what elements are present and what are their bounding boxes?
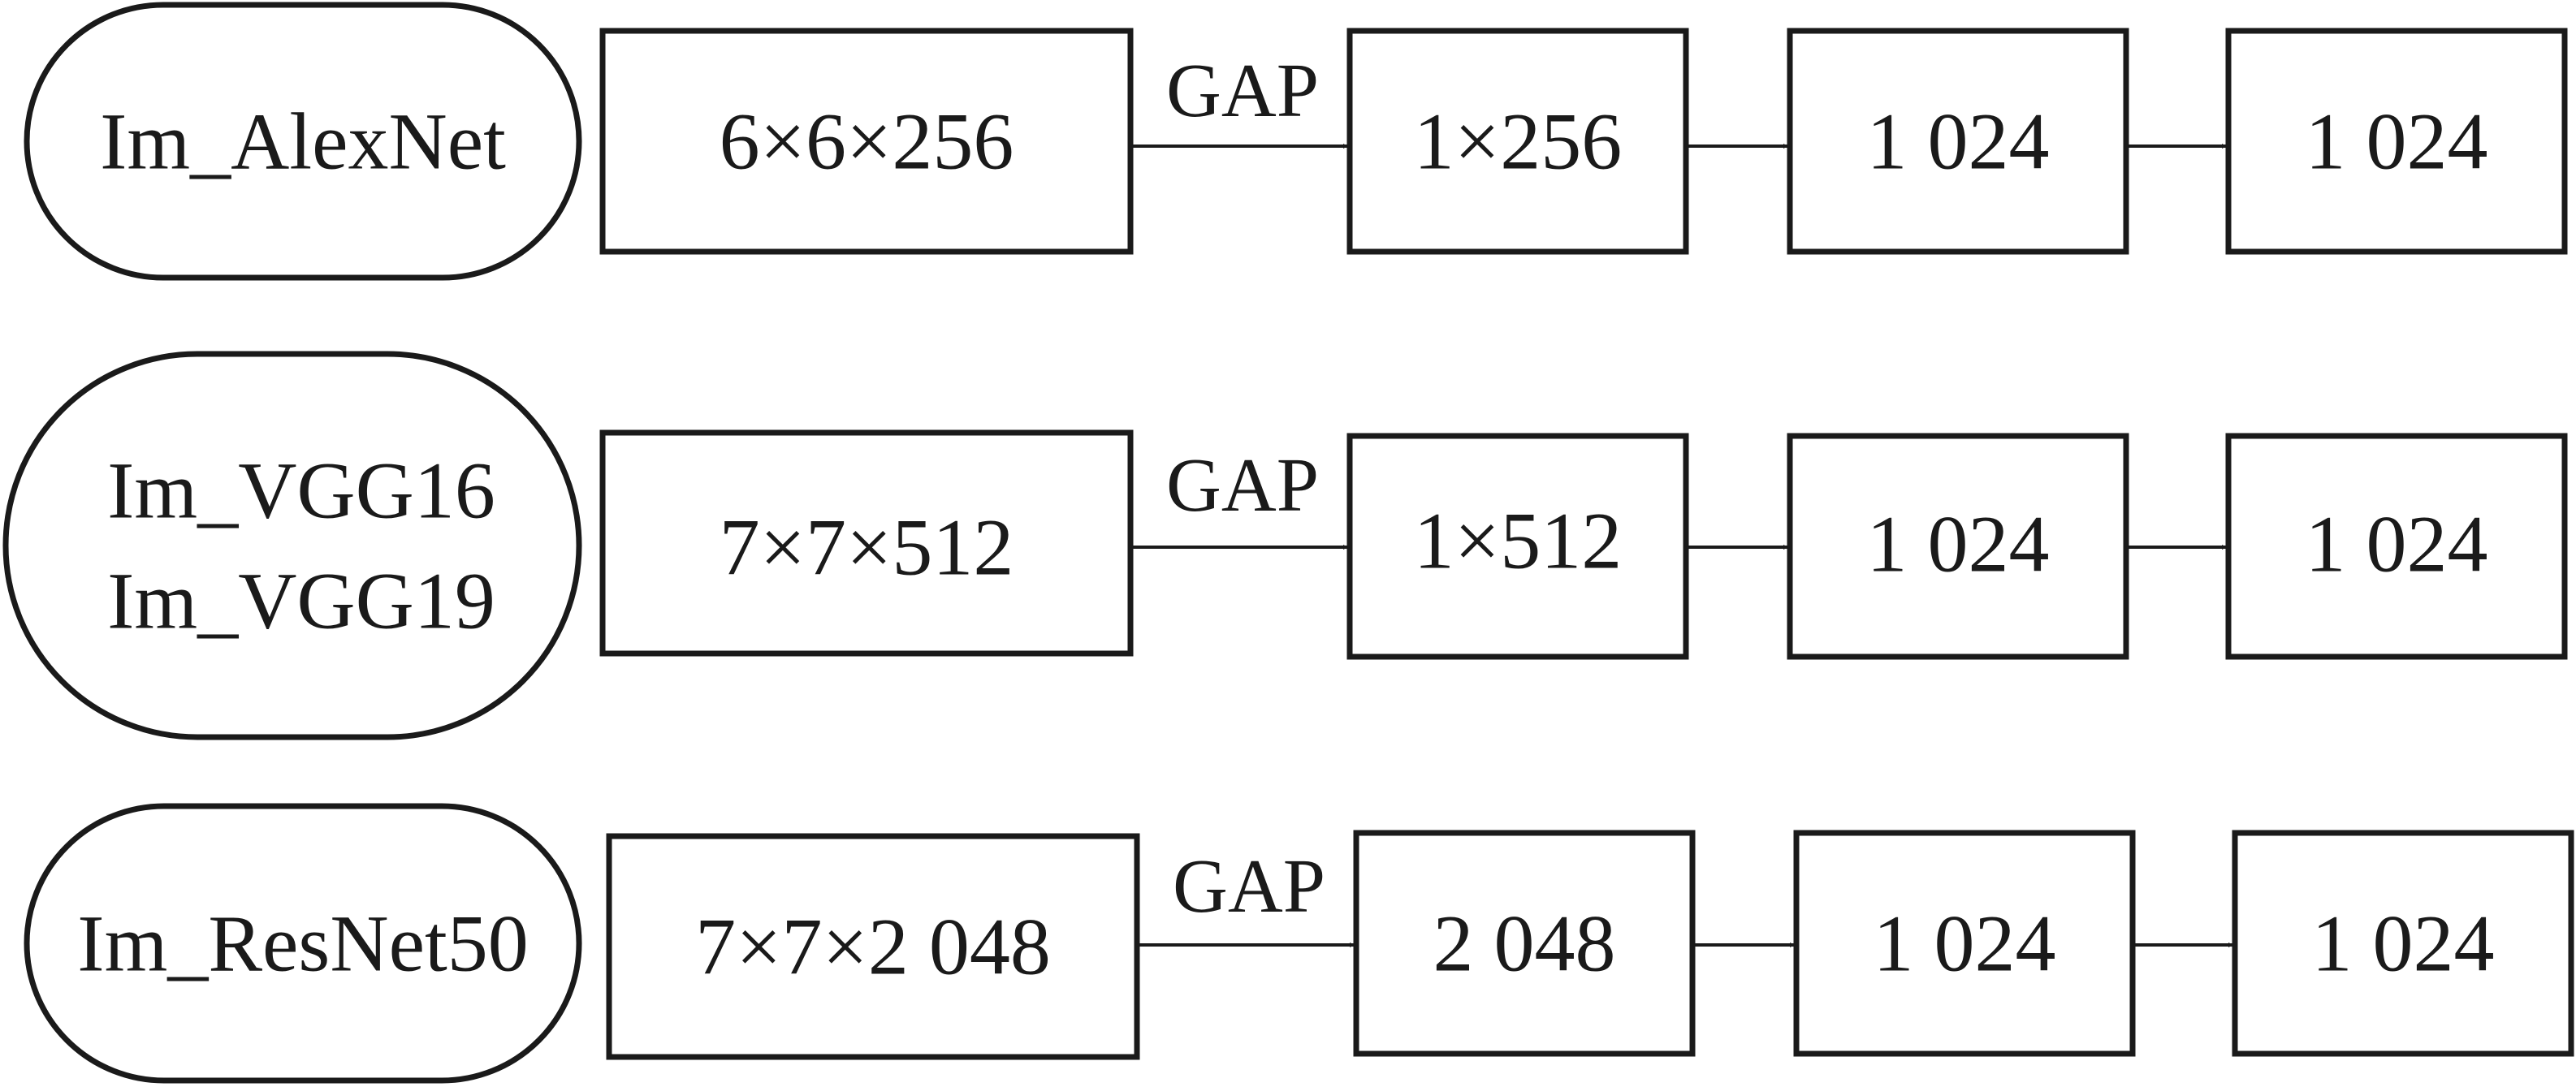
pooled-vector-label: 1×512	[1414, 496, 1622, 586]
pooled-vector-box	[1353, 830, 1696, 1057]
model-node	[24, 2, 582, 281]
model-name: Im_ResNet50	[77, 899, 528, 989]
pooled-vector-box	[1346, 28, 1689, 255]
gap-label: GAP	[1166, 443, 1319, 528]
feature-map-box	[606, 833, 1140, 1060]
model-name: Im_VGG16	[107, 446, 495, 536]
row-vgg: Im_VGG16 Im_VGG19 7×7×512 GAP 1×512 1 02…	[2, 351, 2568, 740]
fc-layer-label: 1 024	[1867, 97, 2050, 187]
model-name: Im_VGG19	[107, 556, 495, 646]
fc-layer-box	[2225, 433, 2568, 660]
model-node	[24, 803, 582, 1084]
fc-layer-box	[2225, 28, 2568, 255]
fc-layer-label: 1 024	[2306, 499, 2488, 589]
pooled-vector-label: 2 048	[1433, 899, 1616, 989]
feature-map-label: 6×6×256	[720, 97, 1014, 187]
model-name: Im_AlexNet	[100, 97, 506, 187]
model-node	[2, 351, 582, 740]
feature-map-label: 7×7×2 048	[695, 902, 1051, 992]
feature-map-box	[599, 28, 1134, 255]
row-alexnet: Im_AlexNet 6×6×256 GAP 1×256 1 024 1 024	[24, 2, 2568, 281]
fc-layer-box	[1787, 28, 2129, 255]
gap-label: GAP	[1166, 49, 1319, 133]
fc-layer-box	[2232, 830, 2574, 1057]
fc-layer-label: 1 024	[1874, 899, 2056, 989]
fc-layer-box	[1787, 433, 2129, 660]
feature-map-label: 7×7×512	[720, 503, 1014, 593]
pooled-vector-box	[1346, 433, 1689, 660]
pooled-vector-label: 1×256	[1414, 97, 1622, 187]
gap-label: GAP	[1173, 844, 1325, 929]
fc-layer-label: 1 024	[2312, 899, 2495, 989]
fc-layer-label: 1 024	[2306, 97, 2488, 187]
row-resnet: Im_ResNet50 7×7×2 048 GAP 2 048 1 024 1 …	[24, 803, 2574, 1084]
fc-layer-box	[1793, 830, 2136, 1057]
fc-layer-label: 1 024	[1867, 499, 2050, 589]
feature-map-box	[599, 429, 1134, 657]
